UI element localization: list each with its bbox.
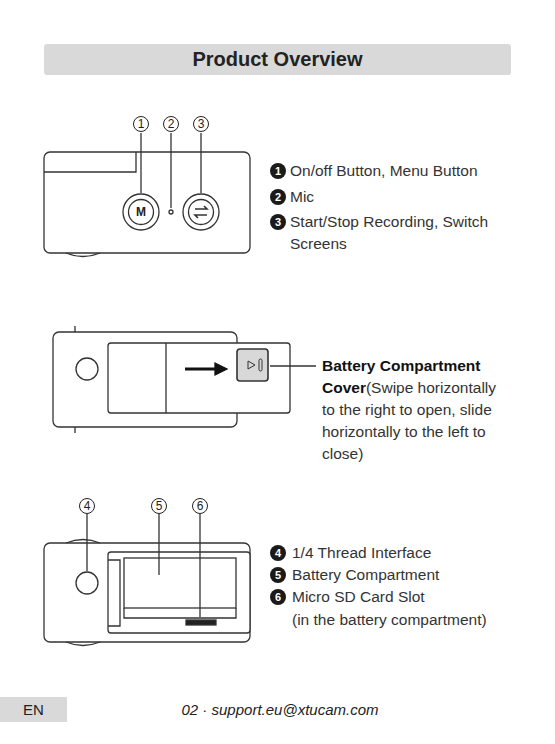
footer-text: 02 · support.eu@xtucam.com xyxy=(100,697,460,722)
page-title: Product Overview xyxy=(192,48,362,71)
callout-number: 1 xyxy=(133,116,149,132)
callout-number: 3 xyxy=(193,116,209,132)
callout-number: 1 xyxy=(270,163,286,179)
part-name: Mic xyxy=(290,186,490,208)
callout-number: 3 xyxy=(270,214,286,230)
part-name: Micro SD Card Slot xyxy=(292,586,512,608)
callout-number: 5 xyxy=(151,498,167,514)
part-name: Battery Compartment xyxy=(292,564,512,586)
title-band: Product Overview xyxy=(44,44,511,75)
callout-number: 2 xyxy=(270,189,286,205)
part-name: 1/4 Thread Interface xyxy=(292,542,512,564)
part-name: Start/Stop Recording, Switch Screens xyxy=(290,211,505,255)
callout-number: 4 xyxy=(79,498,95,514)
callout-number: 6 xyxy=(192,498,208,514)
language-tag: EN xyxy=(0,697,67,722)
callout-number: 2 xyxy=(163,116,179,132)
callout-number: 5 xyxy=(270,567,286,583)
callout-number: 4 xyxy=(270,545,286,561)
callout-number: 6 xyxy=(270,589,286,605)
button-symbol: M xyxy=(131,204,151,220)
callout-text: Battery Compartment Cover(Swipe horizont… xyxy=(322,355,510,465)
note: (in the battery compartment) xyxy=(292,609,532,631)
part-name: On/off Button, Menu Button xyxy=(290,160,530,182)
